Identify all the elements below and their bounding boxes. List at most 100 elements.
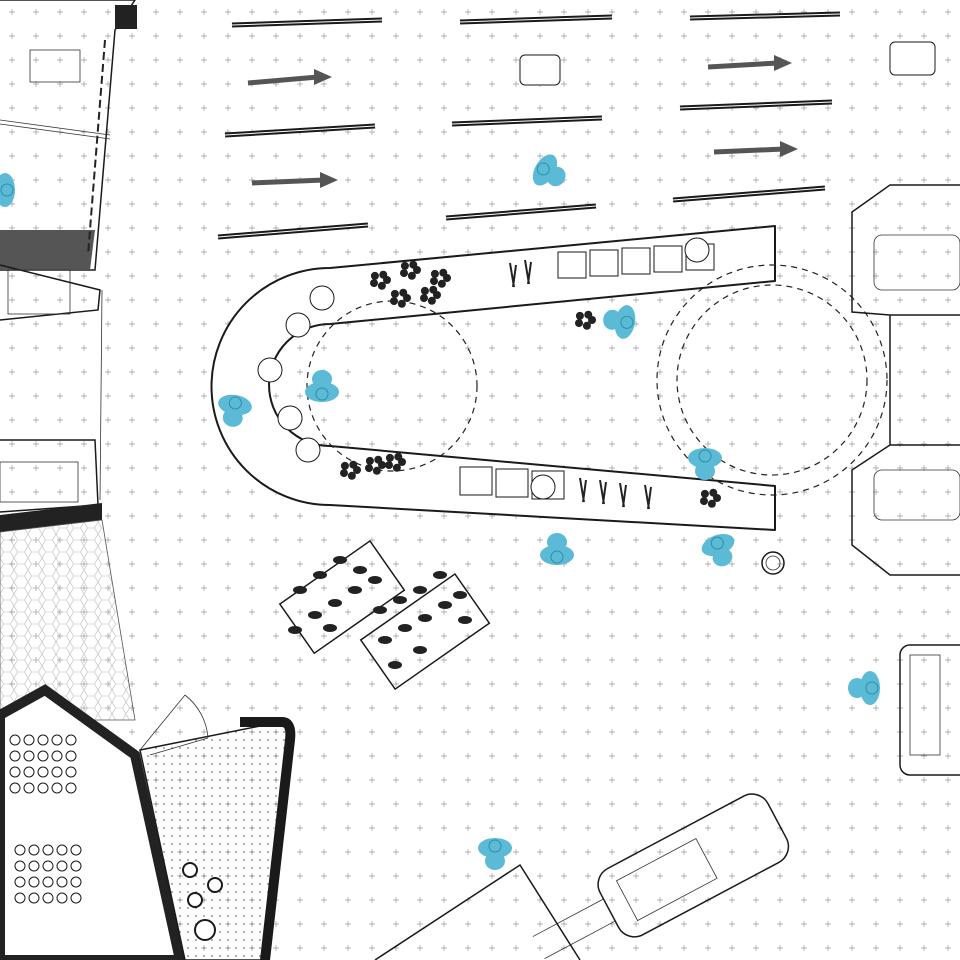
broccoli-icon (370, 279, 379, 288)
person-figure (848, 671, 880, 705)
seat-icon (65, 750, 77, 762)
carrot-icon (509, 262, 517, 288)
arrow-shaft (251, 177, 325, 186)
broccoli-icon (400, 261, 409, 270)
plant-icon (388, 661, 402, 669)
person-legs (603, 309, 622, 330)
plant-icon (413, 586, 427, 594)
broccoli-icon (409, 260, 418, 269)
broccoli-icon (370, 271, 379, 280)
parking-stripe (672, 187, 826, 201)
seat-icon (56, 876, 68, 888)
seat-icon (51, 750, 63, 762)
broccoli-icon (347, 471, 356, 480)
person-legs (712, 548, 733, 567)
produce-crate (589, 249, 619, 277)
person-figure (532, 154, 566, 187)
broccoli-icon (390, 289, 399, 298)
seat-icon (42, 844, 54, 856)
broccoli-icon (437, 279, 446, 288)
round-table-icon (182, 862, 198, 878)
seat-icon (65, 766, 77, 778)
arrow-head (780, 141, 798, 157)
seat-icon (37, 750, 49, 762)
broccoli-icon (420, 286, 429, 295)
seat-icon (70, 860, 82, 872)
u-shaped-conveyor (210, 225, 888, 531)
seat-icon (9, 750, 21, 762)
broccoli-icon (394, 452, 403, 461)
person-head (228, 396, 242, 410)
broccoli-icon (340, 469, 349, 478)
seat-icon (14, 892, 26, 904)
broccoli-icon (385, 453, 394, 462)
plant-icon (378, 636, 392, 644)
produce-crate (459, 466, 493, 496)
arrow-icon (707, 55, 792, 71)
plant-icon (398, 624, 412, 632)
seat-icon (23, 750, 35, 762)
plant-icon (333, 556, 347, 564)
broccoli-icon (349, 460, 358, 469)
broccoli-icon (430, 269, 439, 278)
person-head (550, 550, 564, 564)
broccoli-icon (707, 499, 716, 508)
plant-icon (393, 596, 407, 604)
seat-icon (37, 782, 49, 794)
plant-icon (413, 646, 427, 654)
broccoli-icon (340, 461, 349, 470)
person-figure (305, 370, 339, 402)
arrow-head (774, 55, 792, 71)
basket-icon (257, 357, 283, 383)
left-building (0, 0, 137, 721)
basket-icon (285, 312, 311, 338)
parking-stripe (231, 19, 383, 26)
produce-crate (621, 247, 651, 275)
produce-crate (653, 245, 683, 273)
seat-icon (56, 860, 68, 872)
broccoli-icon (427, 296, 436, 305)
basket-icon (295, 437, 321, 463)
turning-circle (656, 264, 888, 496)
broccoli-icon (400, 269, 409, 278)
broccoli-icon (377, 281, 386, 290)
basket-icon (684, 237, 710, 263)
bin-icon (761, 551, 785, 575)
plant-icon (418, 614, 432, 622)
seat-icon (70, 876, 82, 888)
carrot-icon (599, 479, 607, 505)
seat-icon (56, 892, 68, 904)
seat-icon (28, 860, 40, 872)
person-head (0, 183, 14, 197)
person-figure (688, 448, 722, 480)
truck-right (851, 184, 960, 776)
seat-icon (9, 766, 21, 778)
plant-icon (308, 611, 322, 619)
broccoli-icon (575, 311, 584, 320)
carrot-icon (619, 482, 627, 508)
arrow-shaft (713, 146, 785, 155)
kiosk-building (0, 684, 296, 960)
person-legs (848, 678, 866, 698)
person-figure (0, 173, 15, 207)
seat-icon (70, 844, 82, 856)
parking-stripe (689, 13, 841, 19)
person-legs (547, 533, 567, 551)
person-head (865, 681, 879, 695)
seat-icon (51, 734, 63, 746)
person-legs (695, 462, 715, 480)
chair-icon (29, 49, 81, 83)
seat-icon (9, 734, 21, 746)
seat-icon (70, 892, 82, 904)
seat-icon (23, 734, 35, 746)
parking-stripe (459, 16, 613, 23)
plant-icon (433, 571, 447, 579)
plant-icon (368, 576, 382, 584)
chair-icon (519, 54, 561, 86)
seat-icon (23, 766, 35, 778)
person-legs (546, 166, 566, 187)
seat-icon (14, 860, 26, 872)
traffic-arrows (247, 55, 798, 188)
broccoli-icon (390, 297, 399, 306)
planter-table (359, 572, 491, 691)
